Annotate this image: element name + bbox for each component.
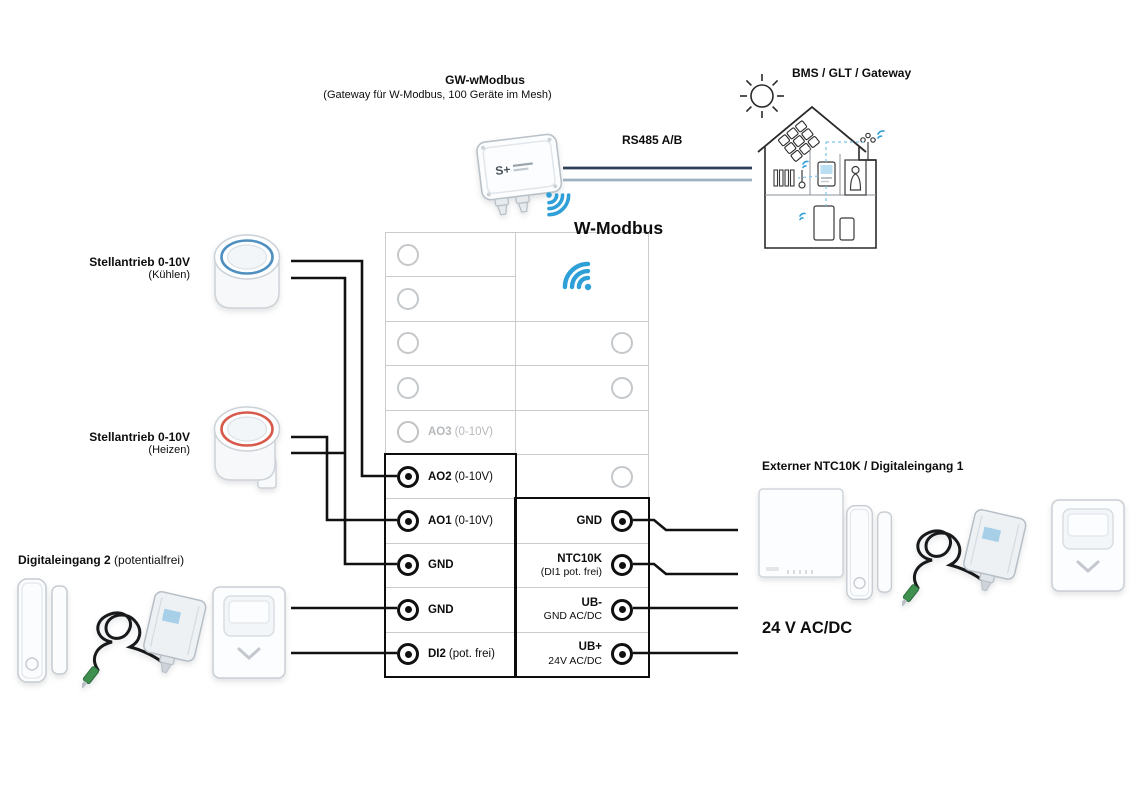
- terminal-point-ao2: [397, 465, 419, 488]
- cable-gland-icon: [494, 194, 530, 216]
- terminal-point-ntc10k: [611, 554, 633, 577]
- terminal-ao1: AO1(0-10V): [386, 499, 516, 544]
- terminal-block: AO3(0-10V) AO2(0-10V) AO1(0-10V) GND GND…: [385, 232, 649, 677]
- actuator-heating-subtitle: (Heizen): [148, 444, 190, 456]
- cable-sensor-right-image: [902, 508, 1027, 607]
- green-connector-icon: [82, 666, 100, 689]
- terminal-slot-empty: [516, 454, 649, 500]
- terminal-ub-minus: UB-GND AC/DC: [516, 588, 649, 633]
- empty-terminal-ring: [611, 376, 633, 399]
- gateway-device-image: S+: [476, 133, 563, 216]
- actuator-heating-title: Stellantrieb 0-10V: [89, 430, 190, 444]
- empty-terminal-ring: [397, 288, 419, 311]
- radiator-icon: [773, 169, 795, 187]
- empty-terminal-ring: [397, 376, 419, 399]
- rs485-label: RS485 A/B: [622, 133, 683, 147]
- room-controller-icon: [817, 161, 836, 187]
- terminal-point-gnd-2: [397, 598, 419, 621]
- actuator-cooling-label: Stellantrieb 0-10V (Kühlen): [40, 255, 190, 281]
- solar-panel-icon: [778, 120, 820, 162]
- terminal-point-ao1: [397, 510, 419, 533]
- connector-box-icon: [963, 508, 1027, 592]
- wifi-icon: [562, 261, 592, 291]
- terminal-ao3: AO3(0-10V): [386, 410, 516, 455]
- wmodbus-radio-cell: [516, 233, 649, 322]
- wireless-link-lines: [797, 141, 864, 206]
- terminal-point-gnd-1: [397, 554, 419, 577]
- terminal-ao2: AO2(0-10V): [386, 454, 516, 500]
- terminal-point-gnd-right: [611, 510, 633, 533]
- terminal-gnd-2: GND: [386, 588, 516, 633]
- gateway-logo: S+: [495, 162, 512, 178]
- digital-input2-label: Digitaleingang 2 (potentialfrei): [18, 553, 185, 567]
- sun-icon: [740, 74, 784, 118]
- terminal-slot-empty: [386, 233, 516, 278]
- weather-station-icon: [860, 132, 876, 160]
- door-contact-right-image: [846, 505, 893, 601]
- power-label: 24 V AC/DC: [762, 619, 853, 637]
- person-icon: [844, 159, 867, 196]
- empty-terminal-ring: [611, 332, 633, 355]
- actuator-heating-image: [213, 406, 281, 489]
- wire-ao2-cooling: [291, 259, 397, 478]
- actuator-heating-label: Stellantrieb 0-10V (Heizen): [40, 430, 190, 456]
- empty-terminal-ring: [397, 243, 419, 266]
- empty-terminal-ring: [397, 332, 419, 355]
- room-sensor-image: [758, 488, 844, 578]
- wire-ao1-heating: [291, 435, 397, 522]
- terminal-slot-empty: [516, 321, 649, 367]
- door-contact-left-image: [17, 578, 68, 683]
- terminal-point-di2: [397, 643, 419, 666]
- green-connector-icon: [902, 584, 920, 607]
- thermometer-icon: [798, 170, 806, 189]
- gateway-subtitle-label: (Gateway für W-Modbus, 100 Geräte im Mes…: [323, 89, 552, 101]
- terminal-ntc10k: NTC10K(DI1 pot. frei): [516, 543, 649, 589]
- actuator-cooling-title: Stellantrieb 0-10V: [89, 255, 190, 269]
- terminal-gnd-right: GND: [516, 499, 649, 544]
- terminal-point-ub-minus: [611, 598, 633, 621]
- terminal-point-ub-plus: [611, 643, 633, 666]
- terminal-slot-empty: [386, 321, 516, 367]
- keycard-switch-right-image: [1051, 499, 1125, 592]
- keycard-switch-left-image: [212, 586, 286, 679]
- actuator-cooling-subtitle: (Kühlen): [148, 269, 190, 281]
- cable-sensor-left-image: [82, 590, 207, 689]
- gateway-name-label: GW-wModbus: [445, 73, 525, 87]
- wmodbus-label: W-Modbus: [574, 218, 664, 238]
- empty-terminal-ring: [611, 465, 633, 488]
- terminal-gnd-1: GND: [386, 543, 516, 589]
- terminal-slot-empty: [386, 277, 516, 322]
- terminal-slot-empty: [516, 366, 649, 411]
- sensor-cable: [913, 529, 984, 590]
- terminal-ring-ao3: [397, 421, 419, 444]
- terminal-di2: DI2(pot. frei): [386, 632, 516, 677]
- small-wifi-icon: [799, 130, 885, 221]
- actuator-cooling-image: [213, 234, 281, 309]
- boiler-icon: [813, 205, 855, 241]
- bms-building-icon: [757, 105, 885, 249]
- connector-box-icon: [143, 590, 207, 674]
- terminal-slot-blank: [516, 410, 649, 455]
- terminal-slot-empty: [386, 366, 516, 411]
- external-input-label: Externer NTC10K / Digitaleingang 1: [762, 459, 964, 473]
- bms-label: BMS / GLT / Gateway: [792, 66, 912, 80]
- wire-gnd-bus: [291, 276, 397, 566]
- sensor-cable: [93, 611, 164, 672]
- terminal-ub-plus: UB+24V AC/DC: [516, 632, 649, 677]
